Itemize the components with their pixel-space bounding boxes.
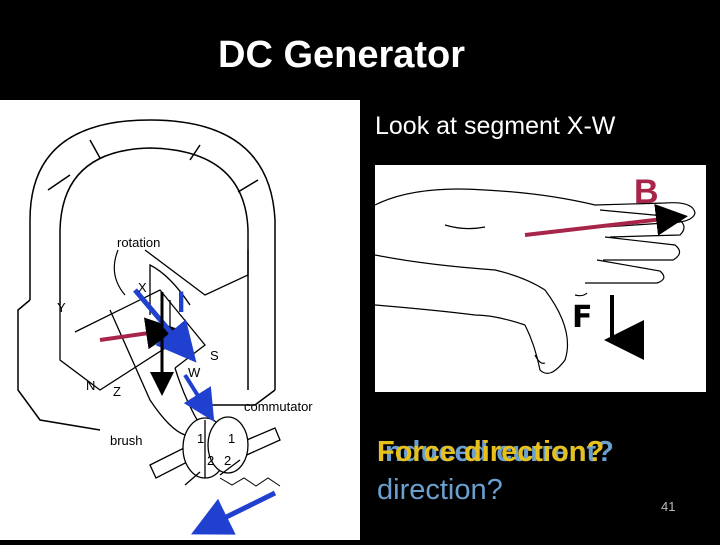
generator-diagram: rotation X Y I S W N Z commutator brush … xyxy=(0,100,360,540)
horseshoe-magnet xyxy=(17,119,276,431)
label-w: W xyxy=(188,365,201,380)
force-label: F xyxy=(572,300,593,335)
armature-loop xyxy=(59,249,249,436)
slide-title: DC Generator xyxy=(218,34,466,76)
label-n: N xyxy=(86,378,95,393)
generator-illustration: rotation X Y I S W N Z commutator brush … xyxy=(17,119,313,535)
label-segment-1a: 1 xyxy=(197,431,204,446)
slide-number: 41 xyxy=(661,499,676,514)
label-z: Z xyxy=(113,384,121,399)
question-force-direction: Force direction? xyxy=(377,436,605,468)
commutator-assembly xyxy=(149,416,281,487)
b-field-arrow xyxy=(524,203,688,237)
rotation-arrow xyxy=(113,249,126,296)
label-segment-2b: 2 xyxy=(224,453,231,468)
label-brush: brush xyxy=(110,433,143,448)
current-arrow-brush xyxy=(191,490,277,535)
segment-heading: Look at segment X-W xyxy=(375,112,616,140)
question-induced-current: Induced current? xyxy=(377,436,614,468)
hand-outline xyxy=(374,188,696,374)
label-x: X xyxy=(138,280,147,295)
hand-drawing xyxy=(374,188,696,374)
label-segment-1b: 1 xyxy=(228,431,235,446)
hand-illustration xyxy=(374,165,706,392)
question-direction-line: direction? xyxy=(377,474,503,506)
field-arrow-diagram xyxy=(99,317,178,350)
label-current-i: I xyxy=(177,286,185,319)
label-y: Y xyxy=(57,300,66,315)
label-segment-2a: 2 xyxy=(207,453,214,468)
label-rotation: rotation xyxy=(117,235,160,250)
current-arrow-lower xyxy=(183,373,215,422)
label-commutator: commutator xyxy=(244,399,313,414)
b-field-label: B xyxy=(634,173,659,211)
label-s: S xyxy=(210,348,219,363)
